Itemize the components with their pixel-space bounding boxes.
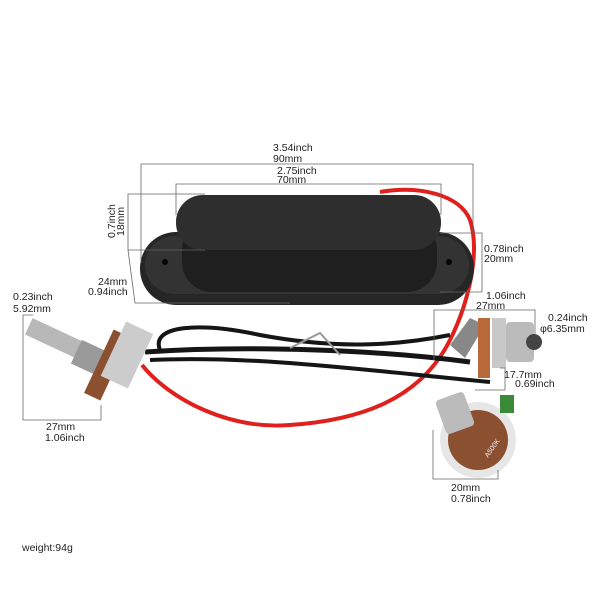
jack-width-mm: 17.7mm (504, 369, 542, 381)
side-height-mm: 20mm (484, 253, 514, 265)
red-wire (140, 187, 476, 428)
base-length-mm: 90mm (273, 153, 303, 165)
pickup-cover-top (176, 195, 441, 250)
jack-length-mm: 27mm (476, 300, 506, 312)
jack-diameter-mm: φ6.35mm (540, 323, 585, 335)
shaft-diameter-mm: 5.92mm (13, 303, 51, 315)
pot-body-inch: 0.78inch (451, 493, 491, 505)
weight-label: weight:94g (22, 542, 73, 554)
shaft-diameter-inch: 0.23inch (13, 291, 53, 303)
right-potentiometer: A500K (435, 392, 516, 478)
dimension-lines (22, 163, 536, 480)
cover-length-mm: 70mm (277, 174, 307, 186)
cover-height-mm: 18mm (115, 206, 127, 236)
output-jack (450, 318, 542, 378)
left-potentiometer (25, 318, 154, 401)
base-width-inch: 0.94inch (88, 286, 128, 298)
jack-width-inch: 0.69inch (515, 378, 555, 390)
pot-body-mm: 20mm (451, 482, 481, 494)
pot-length-inch: 1.06inch (45, 432, 85, 444)
black-wire (144, 346, 471, 365)
jack-diameter-inch: 0.24inch (548, 312, 588, 324)
base-width-mm: 24mm (98, 276, 128, 288)
jack-length-inch: 1.06inch (486, 290, 526, 302)
side-height-inch: 0.78inch (484, 243, 524, 255)
cover-length-inch: 2.75inch (277, 165, 317, 177)
base-length-inch: 3.54inch (273, 142, 313, 154)
pot-length-mm: 27mm (46, 421, 76, 433)
